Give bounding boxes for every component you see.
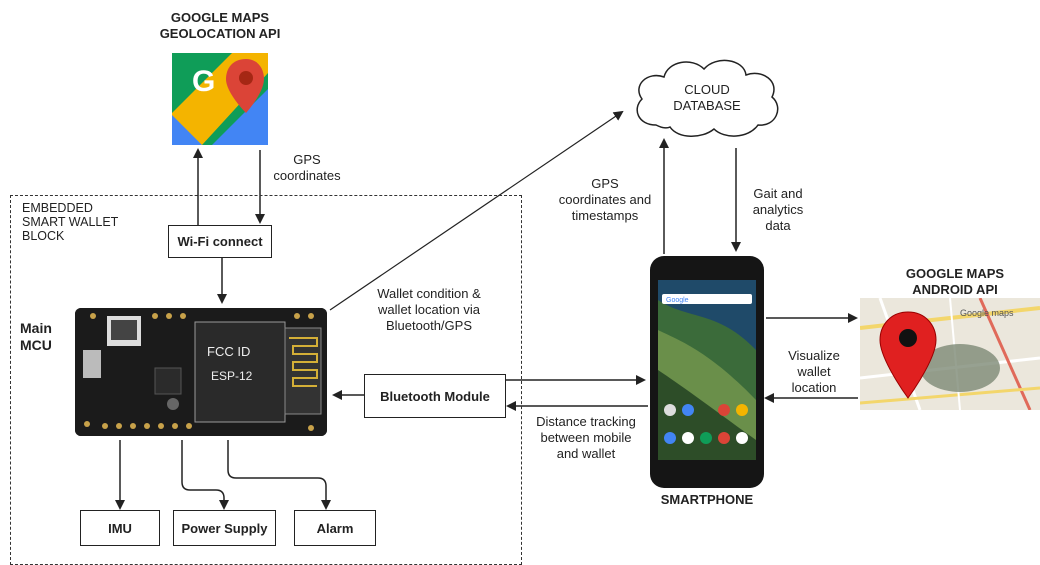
android-api-title: GOOGLE MAPS ANDROID API bbox=[905, 266, 1005, 297]
alarm-box: Alarm bbox=[294, 510, 376, 546]
gait-analytics-label: Gait and analytics data bbox=[752, 186, 804, 233]
geolocation-api-title: GOOGLE MAPS GEOLOCATION API bbox=[159, 10, 281, 41]
bluetooth-module-box: Bluetooth Module bbox=[364, 374, 506, 418]
wifi-connect-box: Wi-Fi connect bbox=[168, 225, 272, 258]
main-mcu-label: Main MCU bbox=[20, 320, 52, 353]
svg-text:G: G bbox=[192, 65, 215, 98]
gps-coordinates-label: GPS coordinates bbox=[273, 152, 341, 183]
svg-text:Google maps: Google maps bbox=[960, 308, 1014, 318]
google-maps-icon: G bbox=[172, 53, 268, 145]
svg-text:FCC ID: FCC ID bbox=[207, 344, 250, 359]
svg-text:Google: Google bbox=[666, 297, 689, 304]
arrow-mcu-to-power bbox=[181, 440, 229, 510]
cloud-database-shape bbox=[636, 59, 779, 137]
phone-screen: Google bbox=[658, 280, 756, 460]
distance-tracking-label: Distance tracking between mobile and wal… bbox=[536, 414, 636, 461]
mcu-board-graphic: FCC ID ESP-12 bbox=[75, 308, 327, 436]
arrow-mcu-to-alarm bbox=[227, 440, 331, 510]
mcu-board-image: FCC ID ESP-12 bbox=[75, 308, 327, 436]
smartphone-label: SMARTPHONE bbox=[660, 492, 754, 507]
esp-module bbox=[194, 321, 286, 423]
gps-timestamps-label: GPS coordinates and timestamps bbox=[558, 176, 652, 223]
svg-text:ESP-12: ESP-12 bbox=[211, 369, 253, 383]
power-supply-box: Power Supply bbox=[173, 510, 276, 546]
map-screenshot: Google maps bbox=[860, 298, 1040, 410]
imu-box: IMU bbox=[80, 510, 160, 546]
arrow-mcu-to-cloud bbox=[329, 110, 624, 311]
visualize-label: Visualize wallet location bbox=[788, 348, 840, 395]
usb-connector bbox=[83, 350, 101, 378]
wallet-condition-label: Wallet condition & wallet location via B… bbox=[377, 286, 481, 333]
embedded-block-label: EMBEDDED SMART WALLET BLOCK bbox=[22, 201, 119, 243]
smartphone-image: Google bbox=[650, 256, 764, 488]
cloud-database-label: CLOUD DATABASE bbox=[673, 82, 741, 113]
